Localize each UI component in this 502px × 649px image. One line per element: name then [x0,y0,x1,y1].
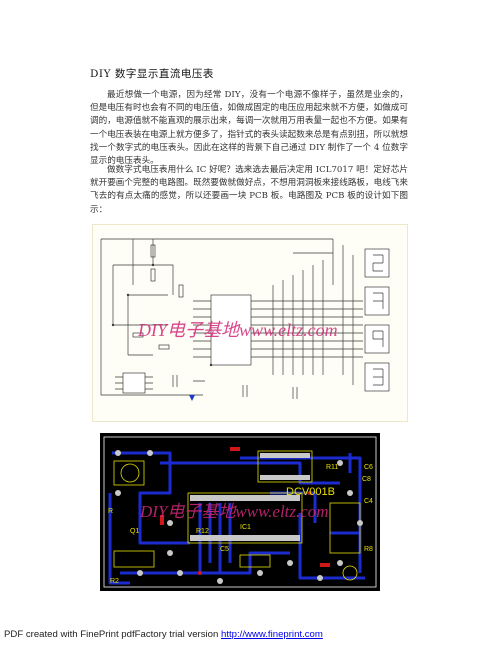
pcb-label-r: R [108,508,113,515]
circuit-schematic-image: DIY电子基地www.eltz.com [92,224,408,422]
pcb-watermark: DIY电子基地www.eltz.com [139,502,329,521]
pcb-label-r2: R2 [110,578,119,585]
pcb-label-q1: Q1 [130,528,139,535]
paragraph-intro: 最近想做一个电源，因为经常 DIY，没有一个电源不像样子，虽然是业余的，但是电压… [90,90,408,167]
pcb-label-r8: R8 [364,546,373,553]
pcb-board-label: DCV001B [286,486,335,498]
schematic-drawing: DIY电子基地www.eltz.com [100,238,390,401]
pcb-label-c4: C4 [364,498,373,505]
pcb-label-r11: R11 [326,464,338,471]
schematic-watermark: DIY电子基地www.eltz.com [137,320,338,340]
pcb-drawing: R C8 C6 C4 R11 R12 R8 Q1 IC1 C5 R2 DCV00… [103,436,377,588]
paragraph-ic-choice: 做数字式电压表用什么 IC 好呢？选来选去最后决定用 ICL7017 吧！定好芯… [90,165,408,215]
pcb-label-c5: C5 [220,546,229,553]
pdf-footer: PDF created with FinePrint pdfFactory tr… [4,629,323,640]
pcb-label-c6: C6 [364,464,373,471]
document-title: DIY 数字显示直流电压表 [90,68,214,80]
footer-text: PDF created with FinePrint pdfFactory tr… [4,629,222,640]
pcb-label-r12: R12 [196,528,209,535]
pcb-layout-image: R C8 C6 C4 R11 R12 R8 Q1 IC1 C5 R2 DCV00… [100,433,380,591]
footer-link[interactable]: http://www.fineprint.com [221,629,323,640]
pcb-label-ic1: IC1 [240,524,251,531]
pcb-label-c8: C8 [362,476,371,483]
